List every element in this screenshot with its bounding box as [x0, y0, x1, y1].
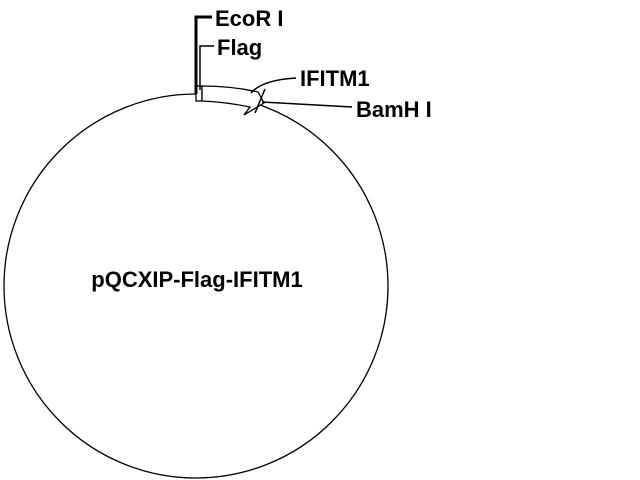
ecori-label: EcoR I — [215, 6, 283, 31]
flag-leader-line — [199, 45, 214, 90]
ifitm1-label: IFITM1 — [300, 66, 370, 91]
ecori-leader-line — [194, 15, 212, 94]
bamhi-label: BamH I — [356, 97, 432, 122]
ifitm1-leader-line — [250, 77, 297, 94]
flag-label: Flag — [217, 35, 262, 60]
bamhi-leader-line — [261, 101, 353, 108]
bamhi-site-tick — [254, 88, 266, 114]
plasmid-name-label: pQCXIP-Flag-IFITM1 — [91, 267, 302, 292]
ifitm1-insert-arrow — [201, 85, 265, 116]
